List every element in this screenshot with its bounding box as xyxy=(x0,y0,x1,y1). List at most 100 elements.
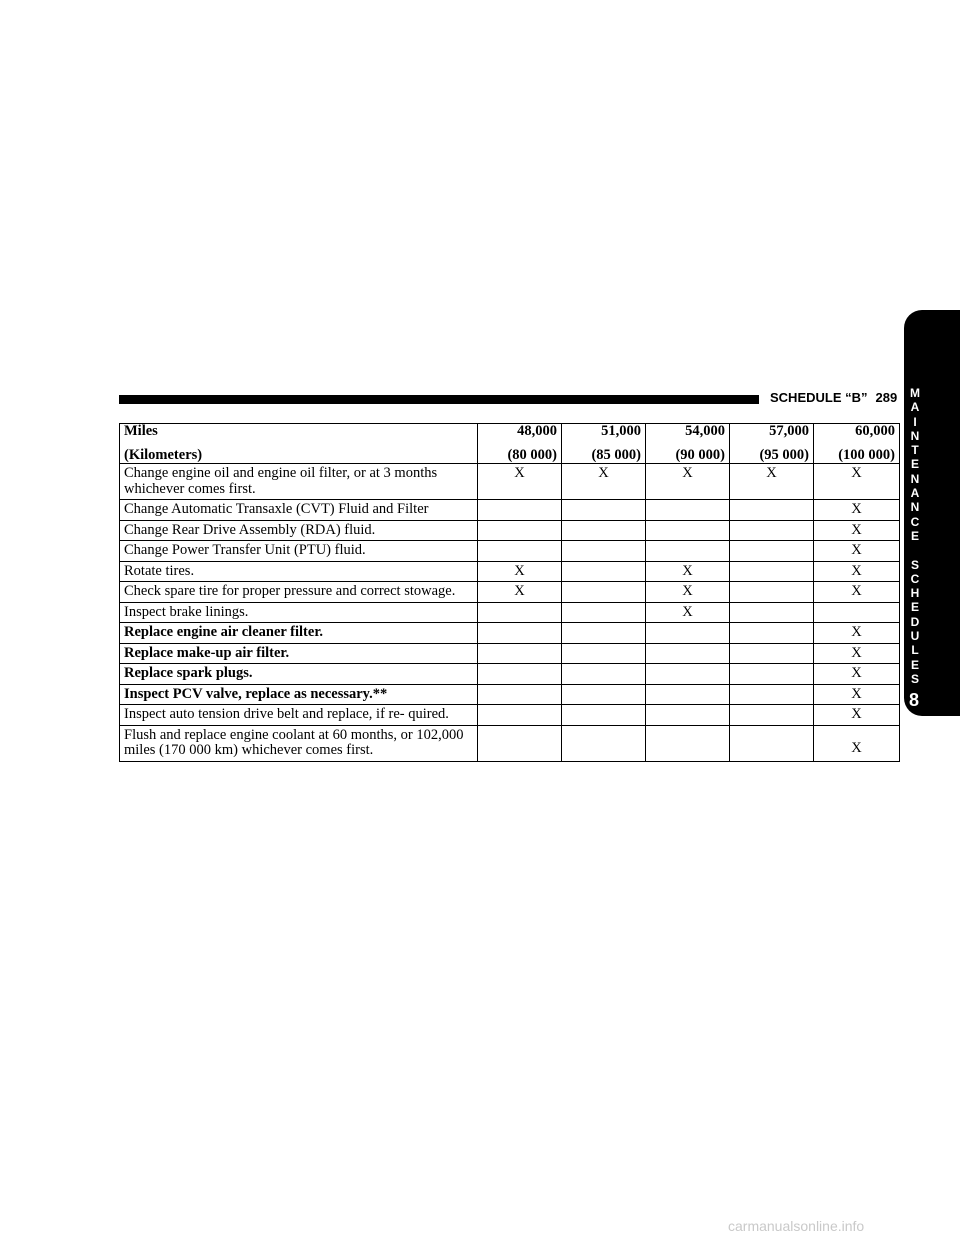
side-tab-letters: M A I N T E N A N C E S C H E D U L E S xyxy=(906,386,924,686)
service-mark-cell xyxy=(729,581,814,603)
table-row: Inspect PCV valve, replace as necessary.… xyxy=(119,683,900,705)
service-mark-cell xyxy=(729,704,814,726)
service-mark-cell xyxy=(645,642,730,664)
service-mark-cell xyxy=(729,540,814,562)
interval-header: 57,000(95 000) xyxy=(729,423,814,464)
side-letter: S xyxy=(910,671,919,686)
service-mark-cell xyxy=(477,499,562,521)
service-mark-cell xyxy=(561,519,646,541)
service-mark-cell xyxy=(561,622,646,644)
service-mark-cell: X xyxy=(813,622,900,644)
service-mark-cell: X xyxy=(813,724,900,762)
table-header-row: Miles (Kilometers) 48,000(80 000) 51,000… xyxy=(119,423,900,464)
service-mark-cell xyxy=(645,519,730,541)
service-mark-cell: X xyxy=(813,519,900,541)
task-cell: Check spare tire for proper pressure and… xyxy=(119,581,478,603)
service-mark-cell xyxy=(477,540,562,562)
interval-km: (100 000) xyxy=(838,446,895,463)
table-row: Inspect auto tension drive belt and repl… xyxy=(119,704,900,726)
table-row: Change engine oil and engine oil filter,… xyxy=(119,463,900,500)
task-cell: Inspect auto tension drive belt and repl… xyxy=(119,704,478,726)
chapter-side-tab xyxy=(904,310,960,716)
task-cell: Replace engine air cleaner filter. xyxy=(119,622,478,644)
service-mark-cell xyxy=(477,622,562,644)
miles-label: Miles xyxy=(124,423,158,439)
chapter-number: 8 xyxy=(908,690,919,710)
service-mark-cell xyxy=(729,724,814,762)
side-letter: L xyxy=(911,643,919,658)
side-letter: E xyxy=(910,528,919,543)
service-mark-cell xyxy=(561,560,646,582)
task-cell: Change Power Transfer Unit (PTU) fluid. xyxy=(119,540,478,562)
service-mark-cell: X xyxy=(645,581,730,603)
table-row: Replace spark plugs. X xyxy=(119,663,900,685)
service-mark-cell: X xyxy=(813,683,900,705)
task-cell: Inspect brake linings. xyxy=(119,601,478,623)
service-mark-cell: X xyxy=(645,601,730,623)
task-cell: Rotate tires. xyxy=(119,560,478,582)
service-mark-cell: X xyxy=(813,704,900,726)
side-letter: T xyxy=(911,443,919,458)
interval-miles: 54,000 xyxy=(685,423,725,439)
side-letter: E xyxy=(910,457,919,472)
interval-km: (80 000) xyxy=(507,446,557,463)
interval-km: (90 000) xyxy=(675,446,725,463)
service-mark-cell xyxy=(477,519,562,541)
side-letter: N xyxy=(910,500,920,515)
task-cell: Change engine oil and engine oil filter,… xyxy=(119,463,478,500)
service-mark-cell xyxy=(561,499,646,521)
service-mark-cell xyxy=(729,560,814,582)
side-letter: H xyxy=(910,586,920,601)
service-mark-cell xyxy=(645,540,730,562)
task-cell: Replace make-up air filter. xyxy=(119,642,478,664)
interval-miles: 60,000 xyxy=(855,423,895,439)
service-mark-cell: X xyxy=(645,560,730,582)
kilometers-label: (Kilometers) xyxy=(124,446,203,463)
interval-km: (85 000) xyxy=(591,446,641,463)
side-letter: I xyxy=(913,414,917,429)
table-row: Change Automatic Transaxle (CVT) Fluid a… xyxy=(119,499,900,521)
service-mark-cell xyxy=(477,724,562,762)
side-letter: C xyxy=(910,514,920,529)
service-mark-cell: X xyxy=(477,581,562,603)
task-cell: Replace spark plugs. xyxy=(119,663,478,685)
interval-header: 48,000(80 000) xyxy=(477,423,562,464)
section-title: SCHEDULE “B” xyxy=(770,390,868,405)
service-mark-cell xyxy=(729,642,814,664)
task-cell: Change Automatic Transaxle (CVT) Fluid a… xyxy=(119,499,478,521)
service-mark-cell xyxy=(729,519,814,541)
service-mark-cell xyxy=(645,704,730,726)
side-letter: E xyxy=(910,657,919,672)
service-mark-cell xyxy=(561,642,646,664)
watermark: carmanualsonline.info xyxy=(728,1218,865,1234)
service-mark-cell xyxy=(645,683,730,705)
service-mark-cell xyxy=(561,704,646,726)
header-rule xyxy=(119,395,759,404)
interval-header: 60,000 (100 000) xyxy=(813,423,900,464)
page-number: 289 xyxy=(875,390,898,405)
table-row: Change Rear Drive Assembly (RDA) fluid. X xyxy=(119,519,900,541)
interval-km: (95 000) xyxy=(759,446,809,463)
service-mark-cell: X xyxy=(729,463,814,500)
service-mark-cell: X xyxy=(477,560,562,582)
side-letter: N xyxy=(910,471,920,486)
task-cell: Flush and replace engine coolant at 60 m… xyxy=(119,724,478,762)
service-mark-cell xyxy=(813,601,900,623)
service-mark-cell: X xyxy=(813,463,900,500)
service-mark-cell xyxy=(561,540,646,562)
service-mark-cell xyxy=(477,663,562,685)
service-mark-cell: X xyxy=(561,463,646,500)
service-mark-cell xyxy=(561,663,646,685)
service-mark-cell xyxy=(477,704,562,726)
service-mark-cell xyxy=(561,581,646,603)
task-cell: Change Rear Drive Assembly (RDA) fluid. xyxy=(119,519,478,541)
service-mark-cell: X xyxy=(813,663,900,685)
service-mark-cell xyxy=(477,601,562,623)
service-mark-cell xyxy=(561,601,646,623)
service-mark-cell xyxy=(645,724,730,762)
header-label-cell: Miles (Kilometers) xyxy=(119,423,478,464)
side-letter: U xyxy=(910,629,920,644)
service-mark-cell xyxy=(645,499,730,521)
service-mark-cell: X xyxy=(645,463,730,500)
service-mark-cell xyxy=(729,499,814,521)
